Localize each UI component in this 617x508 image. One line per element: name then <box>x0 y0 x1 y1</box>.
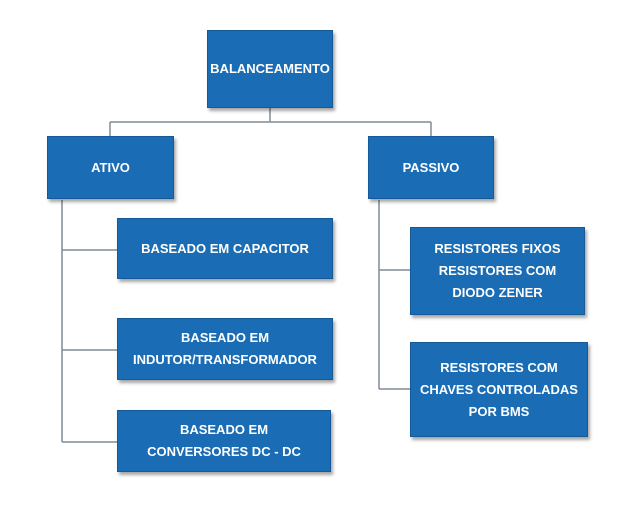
node-resistores-chaves-label: RESISTORES COM CHAVES CONTROLADAS POR BM… <box>420 359 578 419</box>
node-resistores-group: RESISTORES FIXOS RESISTORES COM DIODO ZE… <box>410 227 585 315</box>
node-baseado-conversores-label: BASEADO EM CONVERSORES DC - DC <box>147 422 301 459</box>
node-balanceamento: BALANCEAMENTO <box>207 30 333 108</box>
node-balanceamento-label: BALANCEAMENTO <box>210 61 330 76</box>
node-baseado-indutor: BASEADO EM INDUTOR/TRANSFORMADOR <box>117 318 333 380</box>
node-baseado-indutor-label: BASEADO EM INDUTOR/TRANSFORMADOR <box>133 330 317 367</box>
node-resistores-chaves: RESISTORES COM CHAVES CONTROLADAS POR BM… <box>410 342 588 437</box>
node-ativo-label: ATIVO <box>91 159 130 175</box>
node-passivo: PASSIVO <box>368 136 494 199</box>
node-baseado-capacitor-label: BASEADO EM CAPACITOR <box>141 240 309 256</box>
node-ativo: ATIVO <box>47 136 174 199</box>
node-passivo-label: PASSIVO <box>402 159 460 175</box>
node-resistores-zener-label: RESISTORES COM DIODO ZENER <box>438 263 557 300</box>
node-baseado-conversores: BASEADO EM CONVERSORES DC - DC <box>117 410 331 472</box>
node-baseado-capacitor: BASEADO EM CAPACITOR <box>117 218 333 279</box>
node-resistores-fixos-label: RESISTORES FIXOS <box>434 241 561 256</box>
